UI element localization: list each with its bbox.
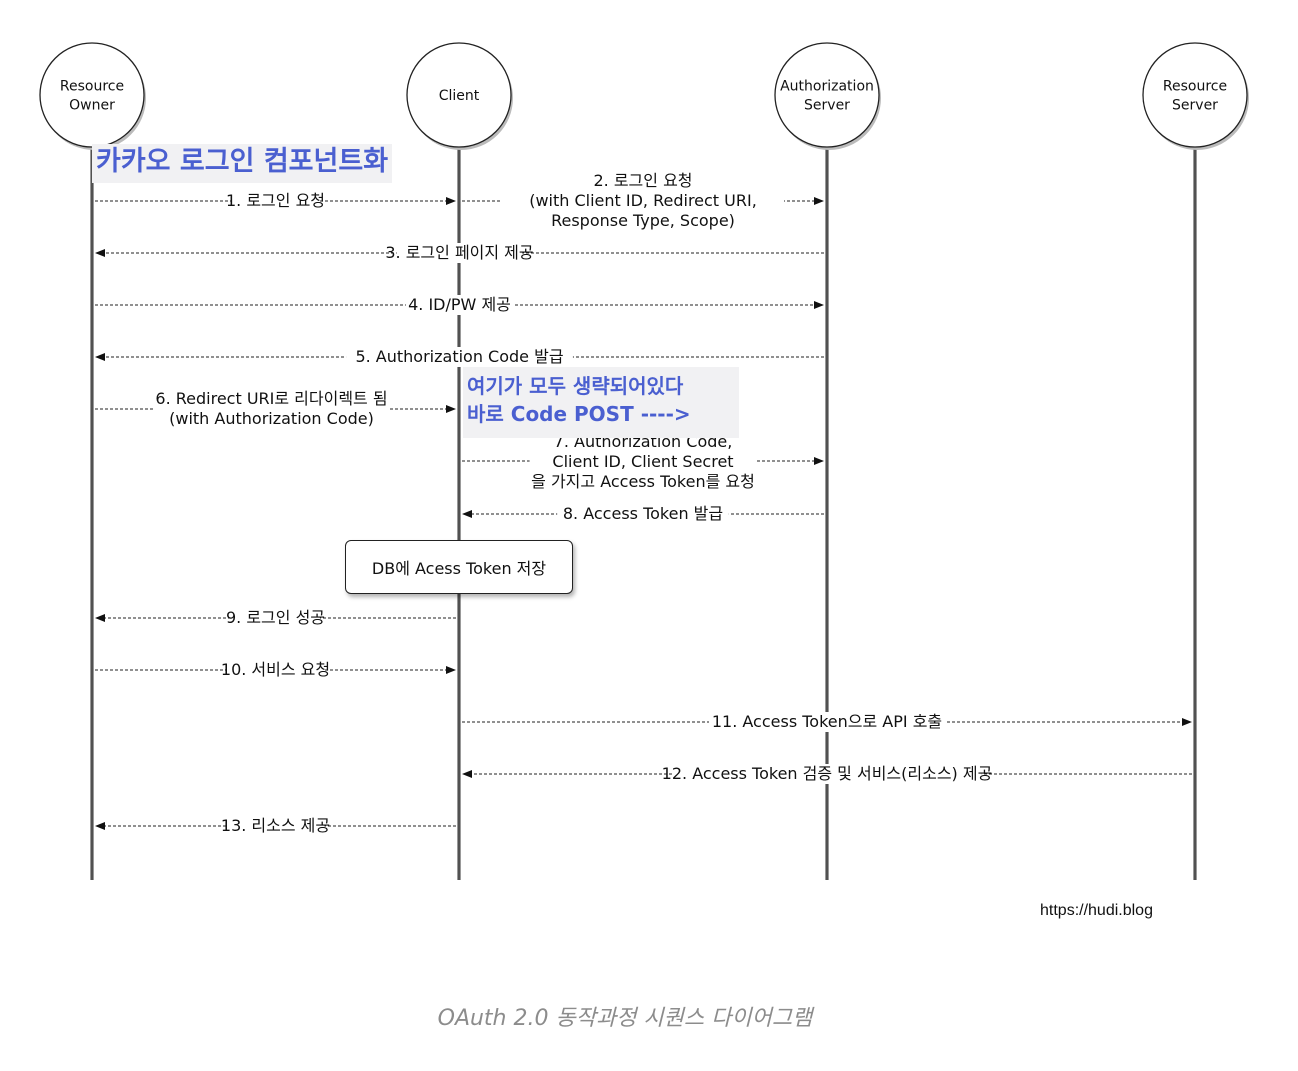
message-label-2: (with Client ID, Redirect URI,: [529, 191, 757, 210]
message-label-11: 11. Access Token으로 API 호출: [712, 712, 942, 731]
message-label-8: 8. Access Token 발급: [563, 504, 723, 523]
message-label-13: 13. 리소스 제공: [221, 816, 330, 835]
message-label-9: 9. 로그인 성공: [226, 608, 325, 627]
message-label-bg-5: [346, 347, 573, 367]
message-label-4: 4. ID/PW 제공: [408, 295, 511, 314]
message-label-bg-2: [502, 171, 784, 231]
message-label-bg-1: [231, 191, 320, 211]
participant-label-resource: Server: [1172, 98, 1218, 114]
message-label-1: 1. 로그인 요청: [226, 191, 325, 210]
annotation-kakao-login: 카카오 로그인 컴포넌트화: [92, 144, 393, 183]
message-label-bg-6: [153, 389, 390, 429]
message-label-12: 12. Access Token 검증 및 서비스(리소스) 제공: [662, 764, 993, 783]
message-label-7: Client ID, Client Secret: [552, 452, 733, 471]
message-label-bg-4: [405, 295, 514, 315]
annotation-omitted-steps: 여기가 모두 생략되어있다 바로 Code POST ---->: [463, 367, 739, 438]
message-label-6: (with Authorization Code): [169, 409, 374, 428]
message-label-bg-8: [557, 504, 729, 524]
message-label-2: Response Type, Scope): [551, 211, 735, 230]
message-label-bg-10: [226, 660, 325, 680]
message-label-bg-12: [672, 764, 982, 784]
message-label-7: 을 가지고 Access Token를 요청: [531, 472, 755, 491]
annotation-omitted-line1: 여기가 모두 생략되어있다: [467, 374, 684, 398]
figure-caption: OAuth 2.0 동작과정 시퀀스 다이어그램: [437, 1006, 813, 1031]
message-label-bg-7: [529, 432, 757, 492]
participant-label-client: Client: [439, 88, 480, 104]
message-label-3: 3. 로그인 페이지 제공: [385, 243, 533, 262]
participant-auth: [774, 42, 880, 148]
message-label-2: 2. 로그인 요청: [593, 171, 692, 190]
message-label-bg-3: [396, 243, 523, 263]
annotation-omitted-line2: 바로 Code POST ---->: [467, 402, 691, 426]
db-store-note: DB에 Acess Token 저장: [345, 540, 573, 594]
message-label-bg-9: [231, 608, 320, 628]
source-url: https://hudi.blog: [1040, 902, 1153, 919]
participant-label-auth: Authorization: [780, 79, 874, 95]
message-label-10: 10. 서비스 요청: [221, 660, 330, 679]
message-label-6: 6. Redirect URI로 리다이렉트 됨: [155, 389, 387, 408]
participant-resource: [1142, 42, 1248, 148]
participant-label-resource: Resource: [1163, 79, 1227, 95]
message-label-5: 5. Authorization Code 발급: [355, 347, 563, 366]
participant-label-owner: Owner: [69, 98, 115, 114]
participant-label-auth: Server: [804, 98, 850, 114]
participant-client: [406, 42, 512, 148]
message-label-bg-11: [709, 712, 945, 732]
participant-owner: [39, 42, 145, 148]
participant-label-owner: Resource: [60, 79, 124, 95]
message-label-bg-13: [226, 816, 325, 836]
